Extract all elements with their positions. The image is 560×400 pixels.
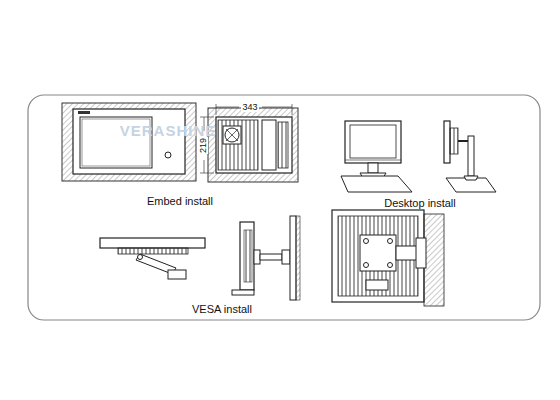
watermark: VERASHINE xyxy=(120,123,217,138)
section-caption: Desktop install xyxy=(384,198,456,209)
dimension-width: 343 xyxy=(241,103,258,112)
section-caption: VESA install xyxy=(192,304,252,315)
section-caption: Embed install xyxy=(147,196,213,207)
dimension-height: 219 xyxy=(200,136,209,153)
